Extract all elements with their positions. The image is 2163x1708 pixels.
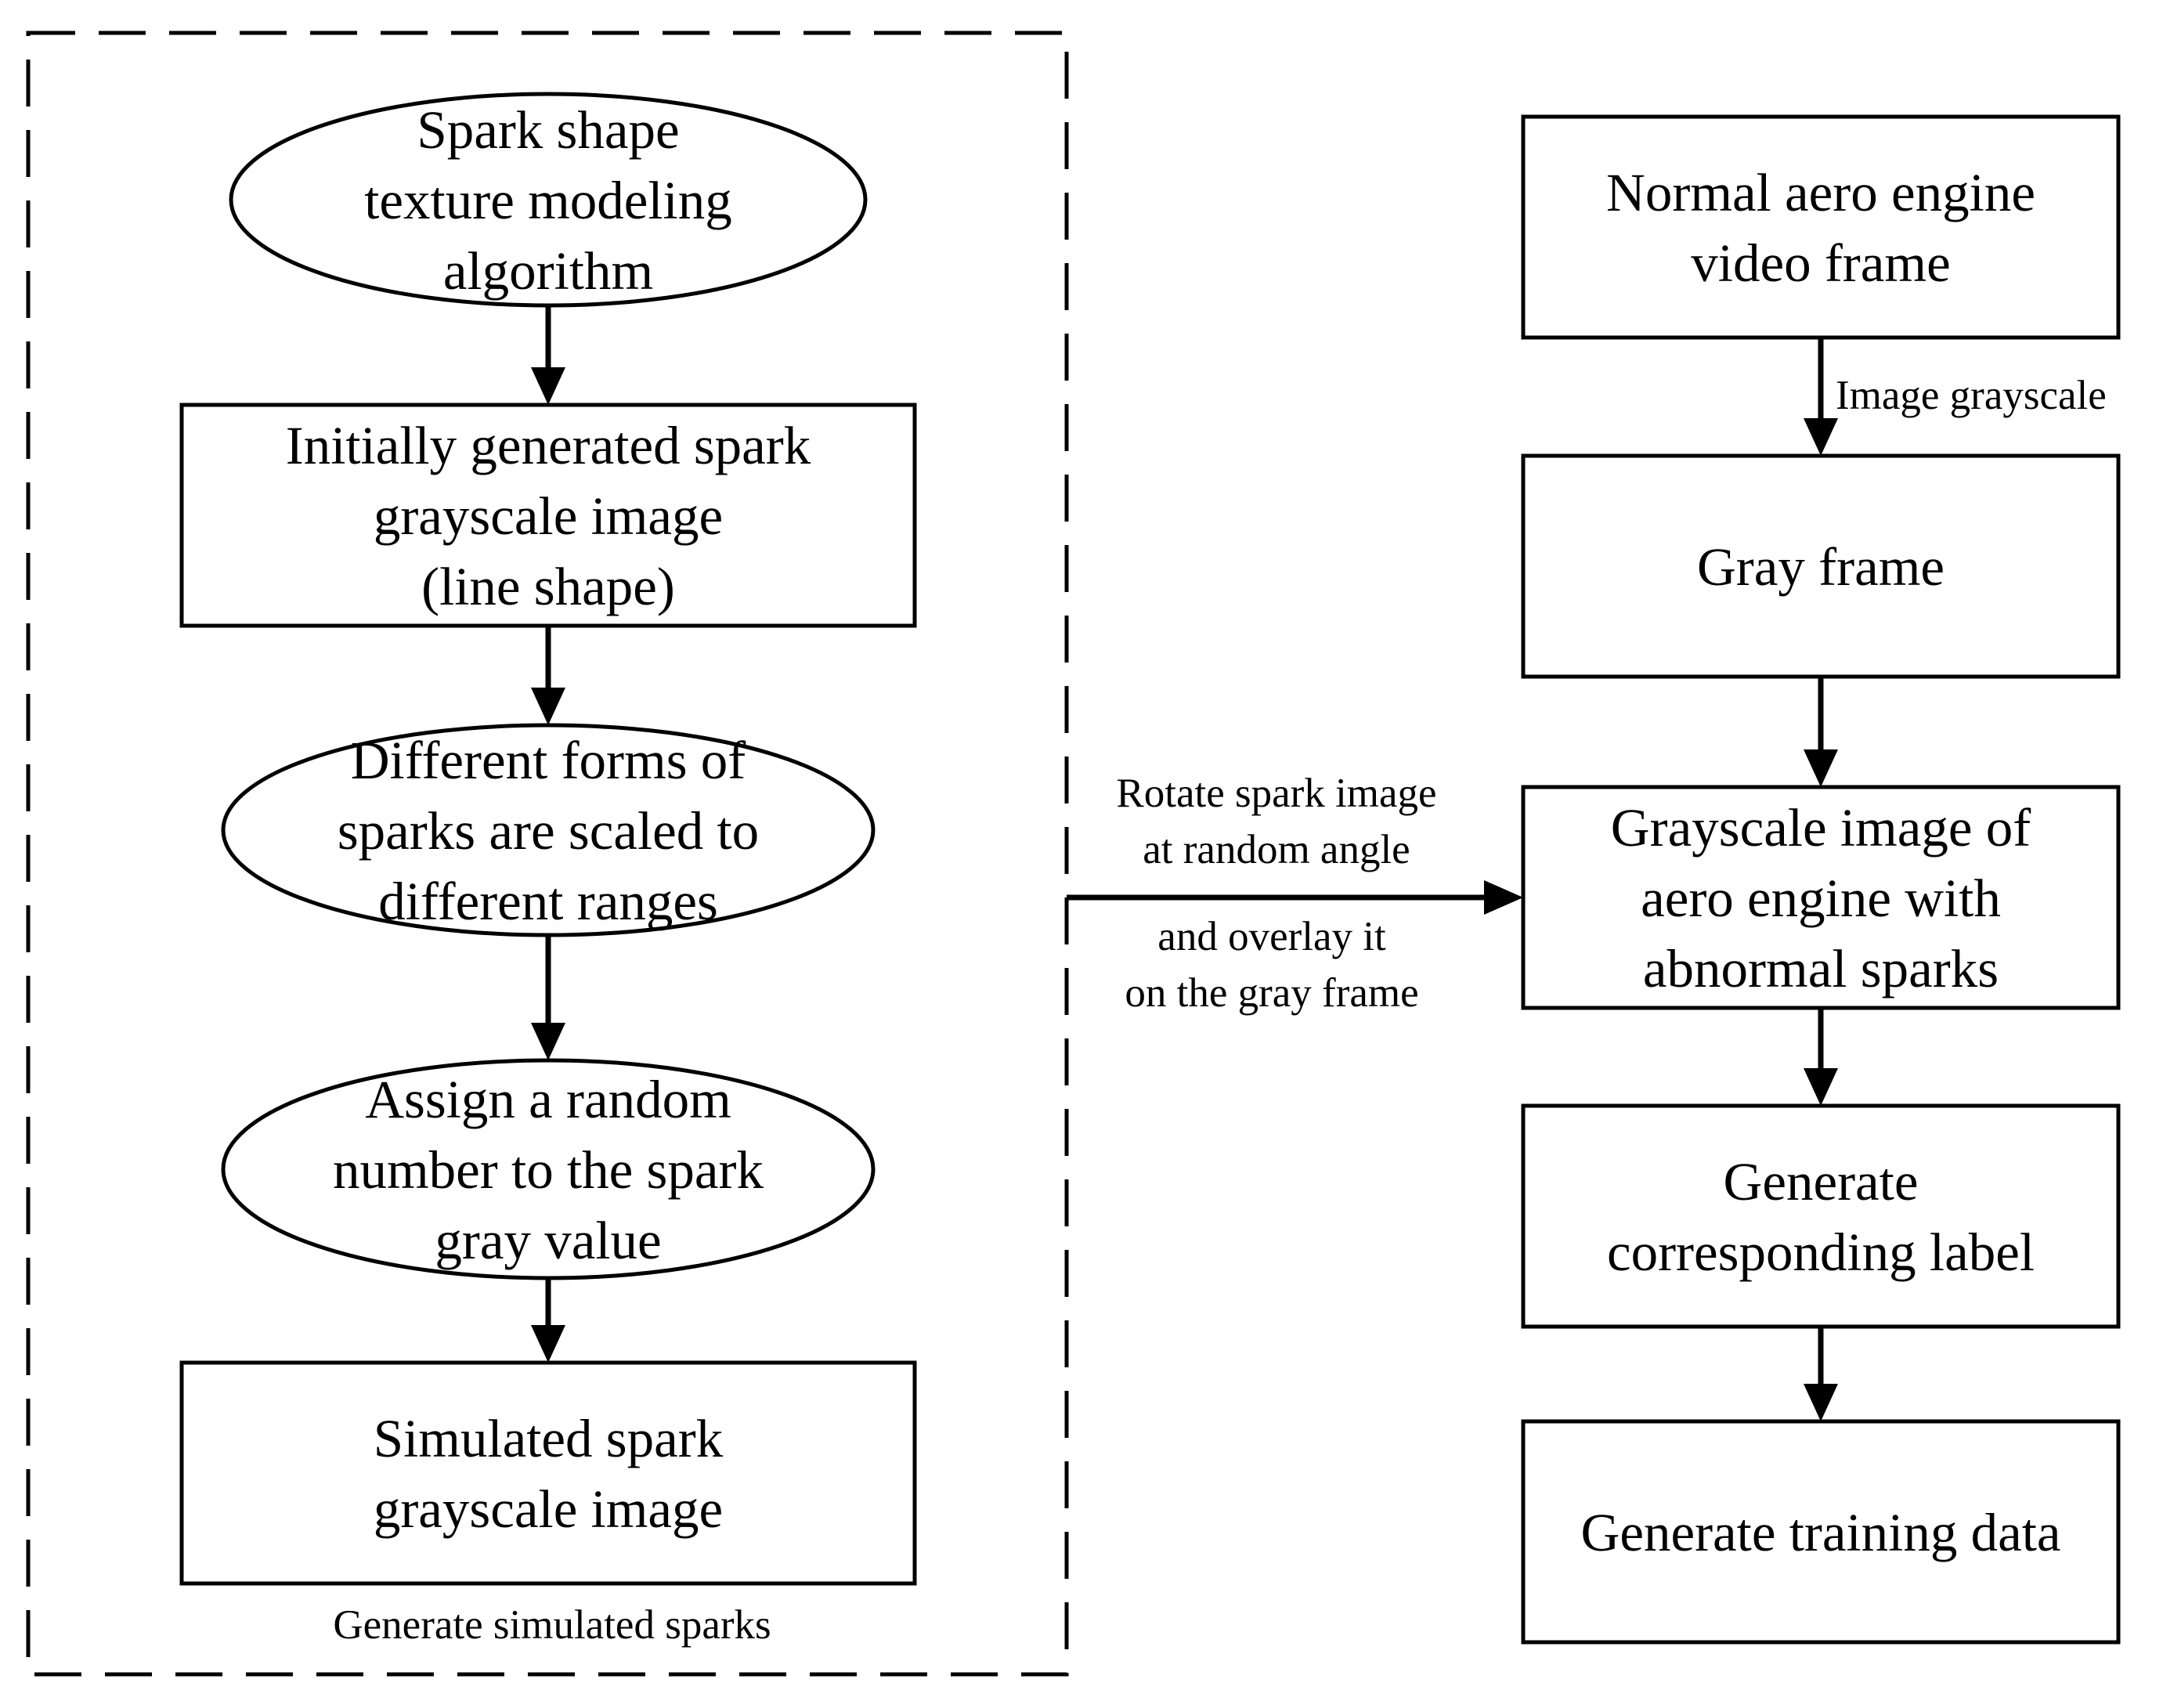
overlay-label-line: on the gray frame [1125,970,1418,1016]
node-label-line: grayscale image [374,486,723,546]
node-generate-training-data: Generate training data [1521,1419,2121,1645]
node-generate-corresponding-label: Generate corresponding label [1521,1103,2121,1329]
node-label-line: Simulated spark [374,1409,724,1468]
arrow-left-2 [531,626,565,725]
node-label-line: Assign a random [365,1070,731,1129]
node-label-line: gray value [435,1211,661,1270]
arrow-left-3 [531,935,565,1060]
overlay-label-line: and overlay it [1157,914,1386,959]
arrow-overlay [1067,880,1523,915]
rect-shape [1521,453,2121,679]
rect-shape [1521,1103,2121,1329]
rotate-label-line: at random angle [1143,827,1410,872]
node-label-line: sparks are scaled to [338,801,759,861]
group-caption: Generate simulated sparks [333,1602,771,1648]
node-simulated-spark-grayscale-image: Simulated spark grayscale image [179,1360,917,1586]
node-label-line: aero engine with [1641,868,2001,928]
node-initially-generated-spark-image: Initially generated spark grayscale image… [179,403,917,628]
node-label-line: Generate [1724,1152,1919,1211]
node-grayscale-image-with-abnormal-sparks: Grayscale image of aero engine with abnorm… [1521,785,2121,1010]
node-label-line: Different forms of [351,731,746,790]
node-label-line: number to the spark [333,1140,764,1200]
node-label-line: video frame [1691,233,1950,293]
rect-shape [1521,1419,2121,1645]
image-grayscale-label: Image grayscale [1836,373,2107,418]
node-label-line: corresponding label [1607,1222,2035,1282]
node-label-line: Grayscale image of [1611,798,2031,858]
arrow-right-4 [1804,1327,1838,1421]
node-label-line: Generate training data [1580,1503,2060,1562]
rect-shape [179,403,917,628]
node-label-line: Initially generated spark [286,416,811,475]
node-label-line: different ranges [378,872,718,931]
arrow-left-1 [531,305,565,405]
simulated-sparks-group-frame [26,31,1069,1677]
node-label-line: algorithm [443,241,653,301]
node-label-line: (line shape) [421,557,675,616]
node-different-forms-of-sparks-scaled: Different forms of sparks are scaled to di… [221,723,876,937]
node-normal-aero-engine-video-frame: Normal aero engine video frame [1521,114,2121,340]
node-label-line: Normal aero engine [1606,163,2035,222]
rotate-label-line: Rotate spark image [1116,771,1436,816]
node-gray-frame: Gray frame [1521,453,2121,679]
node-spark-shape-texture-modeling-algorithm: Spark shape texture modeling algorithm [229,92,868,308]
node-label-line: grayscale image [374,1479,723,1539]
node-label-line: texture modeling [364,171,731,230]
node-assign-random-gray-value: Assign a random number to the spark gray v… [221,1058,876,1280]
node-label-line: Gray frame [1697,537,1945,597]
rect-shape [179,1360,917,1586]
arrow-right-2 [1804,677,1838,787]
node-label-line: Spark shape [417,100,679,160]
node-label-line: abnormal sparks [1643,939,1999,998]
rect-shape [1521,114,2121,340]
arrow-left-4 [531,1278,565,1363]
arrow-right-1 [1804,338,1838,456]
arrow-right-3 [1804,1008,1838,1106]
